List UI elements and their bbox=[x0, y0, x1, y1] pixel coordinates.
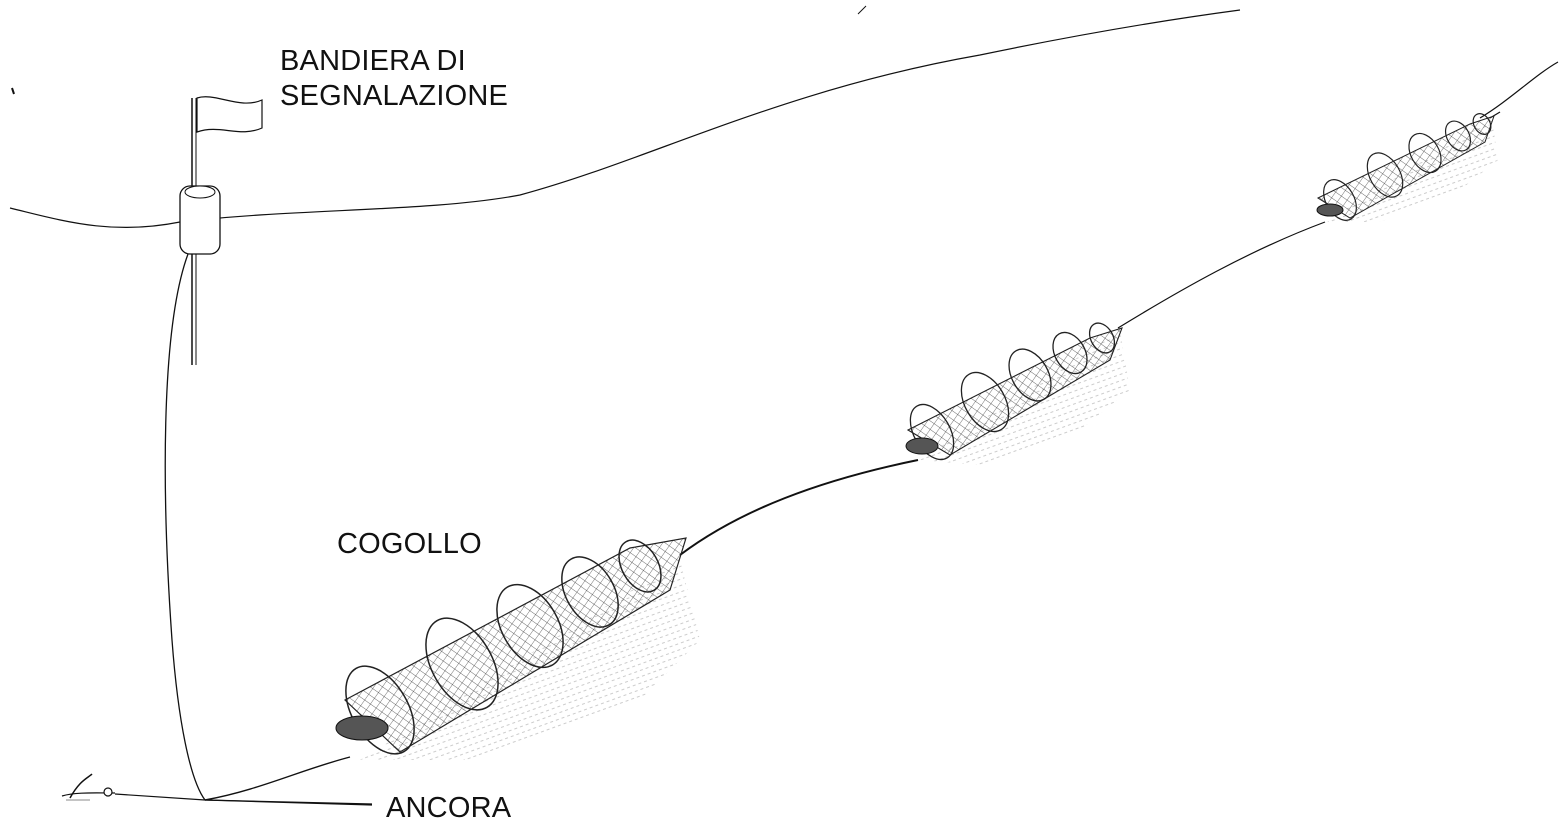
fyke-net-trap-icon bbox=[1317, 110, 1498, 226]
stray-mark bbox=[12, 88, 14, 94]
fyke-net-trap-icon bbox=[332, 533, 700, 766]
anchor-label-leader bbox=[205, 800, 372, 805]
anchor-label: ANCORA bbox=[386, 791, 511, 825]
trap-label: COGOLLO bbox=[337, 527, 482, 561]
flag-label-line1: BANDIERA DI bbox=[280, 44, 466, 78]
main-line bbox=[680, 460, 918, 555]
main-line bbox=[1118, 222, 1325, 328]
buoy-icon bbox=[180, 186, 220, 254]
main-line bbox=[205, 757, 350, 800]
stray-mark bbox=[858, 6, 866, 14]
flag-label-line2: SEGNALAZIONE bbox=[280, 79, 508, 113]
water-surface-line-right bbox=[1480, 62, 1558, 118]
anchor-icon bbox=[62, 774, 372, 804]
fyke-net-trap-icon bbox=[901, 319, 1130, 467]
buoy-rope bbox=[165, 254, 205, 800]
